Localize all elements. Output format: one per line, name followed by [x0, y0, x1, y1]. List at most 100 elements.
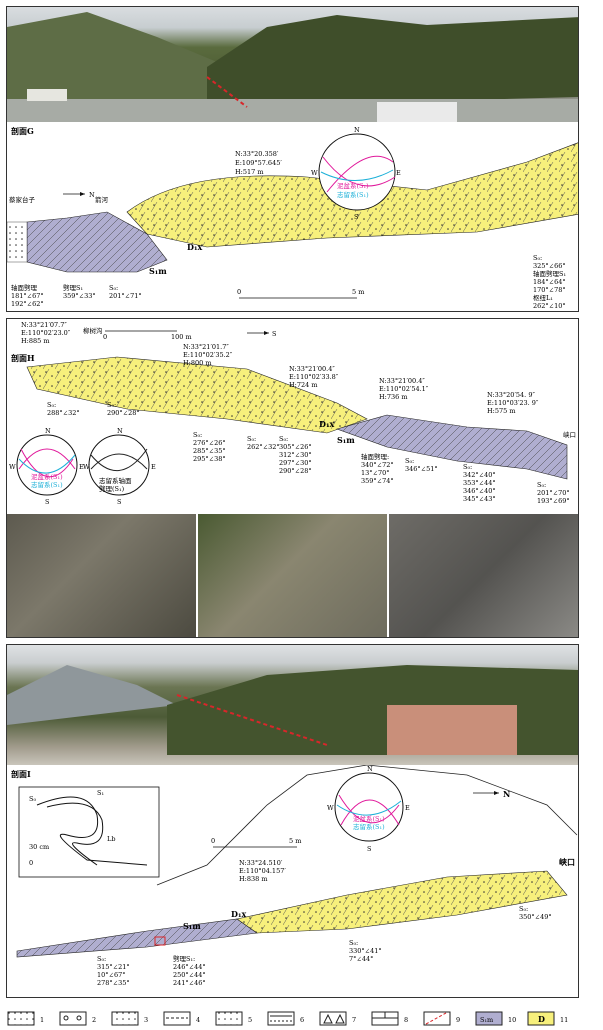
scale-five-m: 5 m [352, 288, 364, 296]
coords-h-3: N:33°21′00.4″ E:110°02′33.8″ H:724 m [289, 365, 339, 389]
svg-text:290°∠28°: 290°∠28° [279, 467, 312, 475]
photo-h-3 [389, 514, 578, 637]
measurement-h-6: 轴面劈理:340°∠72°13°∠70°359°∠74° [361, 452, 394, 485]
legend-item-1: 1 [7, 1011, 44, 1026]
svg-text:9: 9 [456, 1016, 460, 1024]
svg-text:181°∠67°: 181°∠67° [11, 292, 44, 300]
measurement-h-1: S₀:288°∠32° [47, 401, 80, 417]
svg-text:262°∠10°: 262°∠10° [533, 302, 566, 310]
inset-fold: S₀ S₁ Lb 30 cm 0 [18, 786, 160, 878]
stereonet-s: S [354, 213, 358, 221]
svg-text:S₀:: S₀: [109, 284, 118, 292]
svg-text:S₀: S₀ [29, 795, 36, 803]
legend-item-6: 6 [267, 1011, 304, 1026]
south-label: S [272, 330, 276, 338]
stereonet-e: E [396, 169, 401, 177]
svg-text:S₀:: S₀: [463, 463, 472, 471]
section-i-panel: 剖面I N S₀ S₁ Lb 30 cm 0 N S E W 泥盆系(S₁) [6, 644, 579, 998]
svg-text:201°∠70°: 201°∠70° [537, 489, 570, 497]
svg-text:E:110°02′54.1″: E:110°02′54.1″ [379, 385, 429, 393]
measurement-i-2: 劈理S₁:246°∠44°250°∠44°241°∠46° [173, 954, 206, 987]
measurement-i-3: S₀:330°∠41°7°∠44° [349, 939, 382, 963]
measurement-h-3: S₀:276°∠26°285°∠35°295°∠38° [193, 431, 226, 463]
svg-text:H:885 m: H:885 m [21, 337, 50, 345]
scale-bar-h: 0 100 m [103, 330, 192, 341]
svg-text:S₀:: S₀: [193, 431, 202, 439]
svg-text:S₀:: S₀: [97, 955, 106, 963]
svg-text:193°∠69°: 193°∠69° [537, 497, 570, 505]
terrain-outline-i [156, 765, 578, 886]
svg-text:劈理(S₁): 劈理(S₁) [99, 484, 125, 493]
north-arrow-i: N [473, 789, 510, 799]
unit-sm-i: S₁m [183, 921, 201, 931]
svg-text:305°∠26°: 305°∠26° [279, 443, 312, 451]
legend-item-3: 3 [111, 1011, 148, 1026]
stereonet-h2: N S E W 志留系轴面 劈理(S₁) [83, 427, 156, 506]
measurement-h-7: S₀:346°∠51° [405, 457, 438, 473]
svg-text:S₀:: S₀: [47, 401, 56, 409]
svg-text:W: W [9, 463, 16, 471]
svg-text:S: S [367, 845, 371, 853]
section-i-name: 剖面I [11, 769, 31, 779]
svg-text:246°∠44°: 246°∠44° [173, 963, 206, 971]
svg-text:13°∠70°: 13°∠70° [361, 469, 390, 477]
svg-text:359°∠33°: 359°∠33° [63, 292, 96, 300]
svg-text:S₀:: S₀: [519, 905, 528, 913]
svg-text:H:838 m: H:838 m [239, 875, 268, 883]
svg-text:N: N [117, 427, 123, 435]
coords-h-1: N:33°21′07.7″ E:110°02′23.0″ H:885 m [21, 321, 71, 345]
svg-text:志留系轴面: 志留系轴面 [99, 476, 132, 485]
south-arrow: S [247, 330, 276, 338]
north-arrow: N [63, 191, 95, 199]
svg-text:2: 2 [92, 1016, 96, 1024]
svg-text:100 m: 100 m [171, 333, 192, 341]
svg-text:N:33°21′00.4″: N:33°21′00.4″ [379, 377, 425, 385]
section-h-diagram: 剖面H S N S E W 泥盆系(S₁) 志留系(S₁) N S E [9, 321, 576, 506]
measurement-g-3: S₀: 201°∠71° [109, 284, 142, 300]
svg-text:E: E [79, 463, 84, 471]
svg-text:340°∠72°: 340°∠72° [361, 461, 394, 469]
section-i-diagram: 剖面I N S₀ S₁ Lb 30 cm 0 N S E W 泥盆系(S₁) [11, 765, 578, 987]
svg-text:E:110°03′23. 9″: E:110°03′23. 9″ [487, 399, 539, 407]
section-g-panel: 剖面G N N S E W 泥盆系(S₁) 志留系(S₁) N:33°20.35… [6, 6, 579, 312]
coords-h-2: N:33°21′01.7″ E:110°02′35.2″ H:800 m [183, 343, 233, 367]
svg-text:312°∠30°: 312°∠30° [279, 451, 312, 459]
svg-text:志留系(S₁): 志留系(S₁) [31, 480, 63, 489]
legend-item-8: 8 [371, 1011, 408, 1026]
svg-text:S₀:: S₀: [279, 435, 288, 443]
svg-text:297°∠30°: 297°∠30° [279, 459, 312, 467]
scale-bar-g: 0 5 m [237, 288, 364, 299]
svg-text:Lb: Lb [107, 835, 115, 843]
svg-text:6: 6 [300, 1016, 304, 1024]
photo-h-2 [198, 514, 389, 637]
svg-text:S₁: S₁ [97, 789, 104, 797]
stereonet-h1: N S E W 泥盆系(S₁) 志留系(S₁) [9, 427, 84, 506]
stereonet-w: W [311, 169, 318, 177]
svg-text:劈理S₁: 劈理S₁ [63, 283, 83, 292]
svg-text:D: D [538, 1014, 545, 1024]
svg-text:330°∠41°: 330°∠41° [349, 947, 382, 955]
svg-text:315°∠21°: 315°∠21° [97, 963, 130, 971]
legend-item-9: 9 [423, 1011, 460, 1026]
svg-text:S₀:: S₀: [107, 401, 116, 409]
svg-text:5 m: 5 m [289, 837, 301, 845]
location-xiakou-i: 峡口 [559, 857, 575, 867]
svg-text:325°∠66°: 325°∠66° [533, 262, 566, 270]
svg-text:30 cm: 30 cm [29, 843, 49, 851]
svg-text:10°∠67°: 10°∠67° [97, 971, 126, 979]
purple-strata-h [336, 414, 568, 480]
svg-text:278°∠35°: 278°∠35° [97, 979, 130, 987]
svg-text:N:33°21′07.7″: N:33°21′07.7″ [21, 321, 67, 329]
svg-text:346°∠51°: 346°∠51° [405, 465, 438, 473]
svg-text:N: N [367, 765, 373, 773]
svg-text:8: 8 [404, 1016, 408, 1024]
svg-text:250°∠44°: 250°∠44° [173, 971, 206, 979]
svg-text:泥盆系(S₁): 泥盆系(S₁) [31, 472, 63, 481]
svg-text:S: S [45, 498, 49, 506]
svg-text:E:110°04.157′: E:110°04.157′ [239, 867, 286, 875]
purple-strata [26, 211, 168, 273]
coords-i: N:33°24.510′ E:110°04.157′ H:838 m [239, 859, 286, 883]
inset-location-box [154, 936, 166, 946]
